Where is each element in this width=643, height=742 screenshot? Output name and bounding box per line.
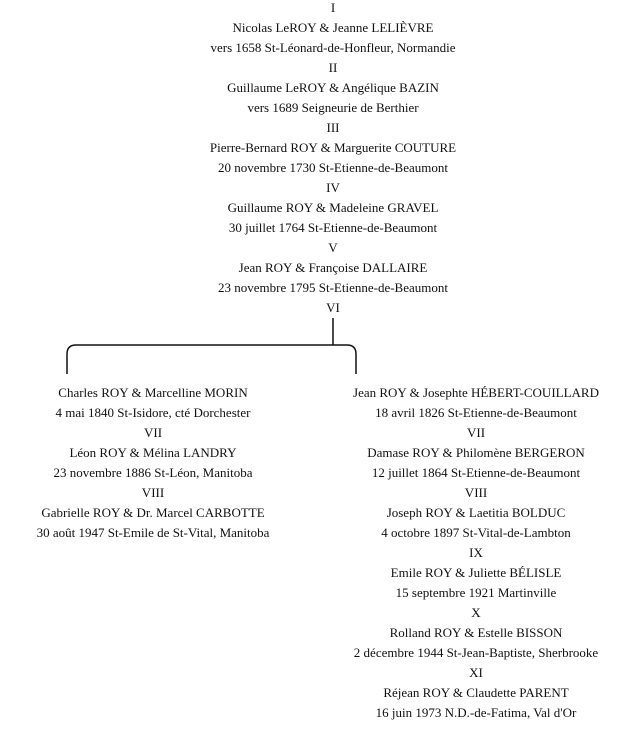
generation-numeral: VIII	[464, 485, 488, 500]
generation-numeral: IV	[326, 180, 340, 195]
generation-numeral: VI	[326, 300, 340, 315]
marriage-info: 4 mai 1840 St-Isidore, cté Dorchester	[55, 405, 251, 420]
marriage-info: 2 décembre 1944 St-Jean-Baptiste, Sherbr…	[353, 645, 599, 660]
couple-names: Gabrielle ROY & Dr. Marcel CARBOTTE	[41, 505, 265, 520]
marriage-info: 18 avril 1826 St-Etienne-de-Beaumont	[375, 405, 577, 420]
marriage-info: 30 août 1947 St-Emile de St-Vital, Manit…	[36, 525, 270, 540]
marriage-info: 20 novembre 1730 St-Etienne-de-Beaumont	[218, 160, 448, 175]
couple-names: Guillaume ROY & Madeleine GRAVEL	[227, 200, 439, 215]
couple-names: Réjean ROY & Claudette PARENT	[383, 685, 569, 700]
couple-names: Jean ROY & Josephte HÉBERT-COUILLARD	[353, 385, 599, 400]
generation-numeral: I	[330, 0, 336, 15]
generation-numeral: VII	[466, 425, 486, 440]
marriage-info: 4 octobre 1897 St-Vital-de-Lambton	[381, 525, 571, 540]
marriage-info: 15 septembre 1921 Martinville	[395, 585, 557, 600]
couple-names: Léon ROY & Mélina LANDRY	[69, 445, 237, 460]
marriage-info: 23 novembre 1886 St-Léon, Manitoba	[53, 465, 253, 480]
marriage-info: vers 1658 St-Léonard-de-Honfleur, Norman…	[210, 40, 456, 55]
couple-names: Jean ROY & Françoise DALLAIRE	[238, 260, 428, 275]
couple-names: Rolland ROY & Estelle BISSON	[389, 625, 563, 640]
generation-numeral: III	[326, 120, 340, 135]
marriage-info: 12 juillet 1864 St-Etienne-de-Beaumont	[371, 465, 581, 480]
generation-numeral: VIII	[141, 485, 165, 500]
marriage-info: vers 1689 Seigneurie de Berthier	[247, 100, 419, 115]
couple-names: Charles ROY & Marcelline MORIN	[58, 385, 248, 400]
generation-numeral: V	[328, 240, 338, 255]
marriage-info: 23 novembre 1795 St-Etienne-de-Beaumont	[218, 280, 448, 295]
marriage-info: 30 juillet 1764 St-Etienne-de-Beaumont	[228, 220, 438, 235]
generation-numeral: IX	[469, 545, 483, 560]
couple-names: Guillaume LeROY & Angélique BAZIN	[227, 80, 439, 95]
couple-names: Damase ROY & Philomène BERGERON	[367, 445, 585, 460]
generation-numeral: XI	[469, 665, 483, 680]
generation-numeral: VII	[143, 425, 163, 440]
generation-numeral: X	[471, 605, 481, 620]
couple-names: Joseph ROY & Laetitia BOLDUC	[386, 505, 566, 520]
marriage-info: 16 juin 1973 N.D.-de-Fatima, Val d'Or	[375, 705, 577, 720]
couple-names: Nicolas LeROY & Jeanne LELIÈVRE	[232, 20, 434, 35]
generation-numeral: II	[328, 60, 338, 75]
couple-names: Pierre-Bernard ROY & Marguerite COUTURE	[209, 140, 457, 155]
couple-names: Emile ROY & Juliette BÉLISLE	[390, 565, 562, 580]
